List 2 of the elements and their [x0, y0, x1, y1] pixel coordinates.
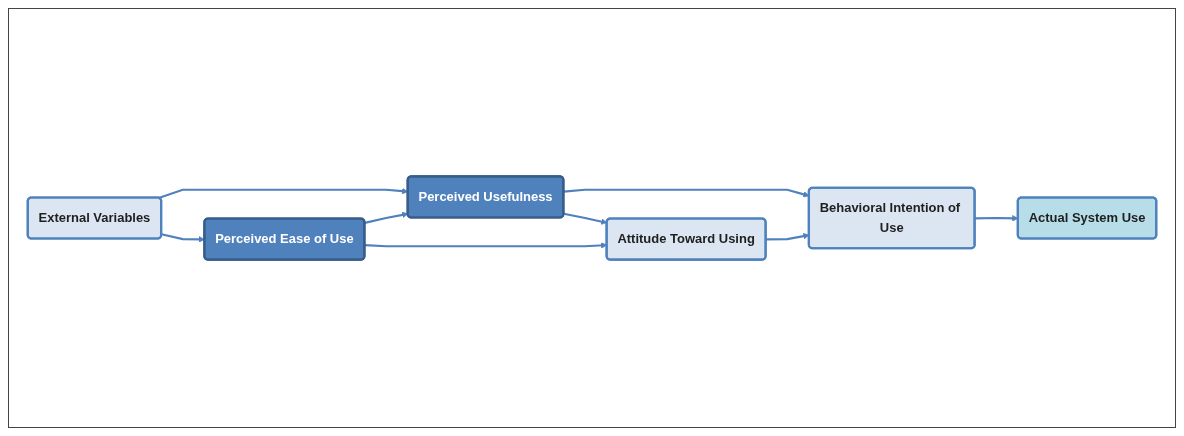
arrow [161, 233, 205, 243]
arrow [364, 211, 409, 224]
